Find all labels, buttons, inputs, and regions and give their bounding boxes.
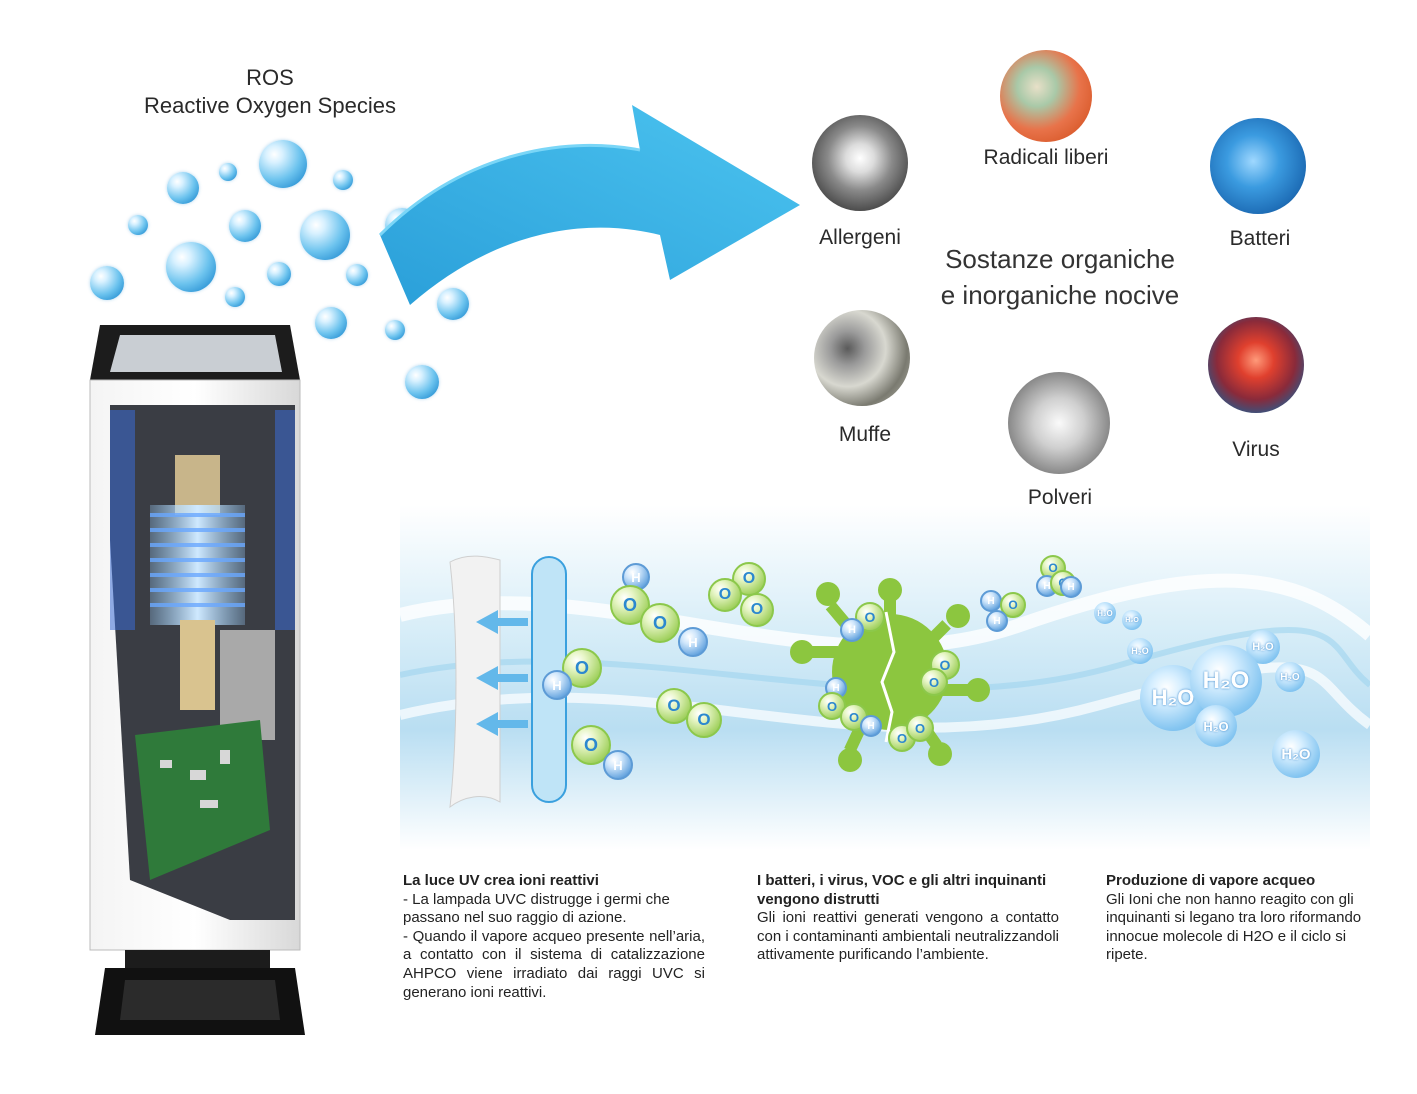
water-molecule: H₂O (1122, 610, 1142, 630)
pollutants-destroyed-text: Gli ioni reattivi generati vengono a con… (757, 909, 1059, 964)
hydrogen-ion: H (542, 670, 572, 700)
hydrogen-ion: H (678, 627, 708, 657)
oxygen-ion: O (906, 714, 934, 742)
ros-bubble (267, 262, 291, 286)
water-molecule: H₂O (1275, 662, 1305, 692)
air-purifier-illustration (89, 325, 305, 1035)
uv-ions-column: La luce UV crea ioni reattivi - La lampa… (403, 872, 705, 1002)
water-vapour-text: Gli Ioni che non hanno reagito con gli i… (1106, 890, 1362, 964)
dust-image (1008, 372, 1110, 474)
pollutants-center-line2: e inorganiche nocive (940, 280, 1180, 310)
allergens-label: Allergeni (819, 226, 901, 249)
uv-ions-text-1: - La lampada UVC distrugge i germi che p… (403, 890, 670, 927)
pollutants-center-line1: Sostanze organiche (945, 244, 1175, 274)
allergens-image (812, 115, 908, 211)
ros-bubble (128, 215, 148, 235)
free-radicals-label: Radicali liberi (983, 146, 1109, 169)
pollutants-destroyed-title: I batteri, i virus, VOC e gli altri inqu… (757, 872, 1047, 908)
hydrogen-ion: H (1060, 576, 1082, 598)
ros-title-line1: ROS (246, 65, 294, 90)
ros-bubble (385, 320, 405, 340)
ros-title-line2: Reactive Oxygen Species (144, 93, 396, 118)
mold-label: Muffe (838, 423, 892, 446)
oxygen-ion: O (640, 603, 680, 643)
hydrogen-ion: H (986, 610, 1008, 632)
ros-title: ROS Reactive Oxygen Species (120, 64, 420, 120)
ros-bubble (315, 307, 347, 339)
bacteria-image (1210, 118, 1306, 214)
water-molecule: H₂O (1272, 730, 1320, 778)
dust-label: Polveri (1027, 486, 1093, 509)
flow-arrow (378, 105, 800, 305)
hydrogen-ion: H (603, 750, 633, 780)
ros-bubble (166, 242, 216, 292)
hydrogen-ion: H (860, 715, 882, 737)
oxygen-ion: O (708, 578, 742, 612)
ros-bubble (346, 264, 368, 286)
ros-bubble (405, 365, 439, 399)
oxygen-ion: O (920, 668, 948, 696)
bacteria-label: Batteri (1229, 227, 1291, 250)
ros-bubble (219, 163, 237, 181)
virus-illustration (790, 578, 990, 772)
uv-ions-text-2: - Quando il vapore acqueo presente nell’… (403, 927, 705, 1001)
ros-bubble (167, 172, 199, 204)
ros-bubble (300, 210, 350, 260)
free-radicals-image (1000, 50, 1092, 142)
water-vapour-title: Produzione di vapore acqueo (1106, 872, 1316, 889)
ros-bubble (333, 170, 353, 190)
water-molecule: H₂O (1127, 638, 1153, 664)
ros-bubble (259, 140, 307, 188)
virus-image (1208, 317, 1304, 413)
water-vapour-column: Produzione di vapore acqueo Gli Ioni che… (1106, 872, 1372, 965)
water-molecule: H₂O (1195, 705, 1237, 747)
hydrogen-ion: H (840, 618, 864, 642)
pollutants-destroyed-column: I batteri, i virus, VOC e gli altri inqu… (757, 872, 1059, 965)
oxygen-ion: O (855, 602, 885, 632)
oxygen-ion: O (686, 702, 722, 738)
mold-image (814, 310, 910, 406)
water-molecule: H₂O (1190, 645, 1262, 717)
ros-bubble (229, 210, 261, 242)
ros-bubble (225, 287, 245, 307)
ros-bubble (90, 266, 124, 300)
water-molecule: H₂O (1094, 602, 1116, 624)
oxygen-ion: O (740, 593, 774, 627)
oxygen-ion: O (656, 688, 692, 724)
uv-ions-title: La luce UV crea ioni reattivi (403, 872, 599, 889)
pollutants-center-text: Sostanze organiche e inorganiche nocive (900, 241, 1220, 313)
ros-bubble (437, 288, 469, 320)
virus-label: Virus (1232, 438, 1280, 461)
hydrogen-ion: H (980, 590, 1002, 612)
